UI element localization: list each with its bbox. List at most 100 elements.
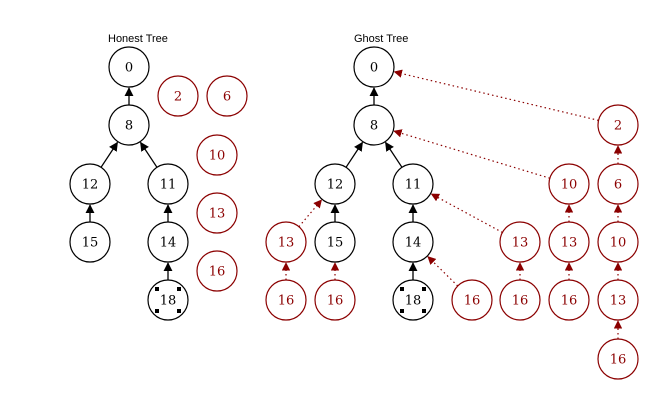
honest-tree-node-12: 12 (69, 163, 111, 205)
honest-tree-node-label: 18 (160, 294, 177, 309)
honest-tree-node-circle (196, 134, 238, 176)
ghost-tree-node-label: 16 (512, 294, 529, 309)
honest-tree-node-14: 14 (147, 221, 189, 263)
ghost-tree-node-label: 13 (278, 236, 295, 251)
ghost-tree-node-label: 16 (561, 294, 578, 309)
ghost-tree-node-13: 13 (499, 221, 541, 263)
ghost-tree-node-circle (548, 221, 590, 263)
ghost-tree-node-circle (353, 104, 395, 146)
ghost-tree-edge-g12-to-g8 (345, 141, 363, 168)
honest-tree-node-label: 6 (223, 90, 231, 105)
honest-tree-edge-h12-to-h8 (100, 141, 118, 168)
ghost-tree-node-16: 16 (265, 279, 307, 321)
ghost-tree-node-circle (265, 279, 307, 321)
ghost-tree-node-10: 10 (548, 163, 590, 205)
ghost-tree-node-label: 12 (327, 178, 344, 193)
marker-square-icon (422, 287, 426, 291)
ghost-tree-edge-g11-to-g8 (385, 141, 403, 168)
honest-tree-node-circle (206, 75, 248, 117)
marker-square-icon (155, 287, 159, 291)
honest-tree-node-16: 16 (196, 250, 238, 292)
ghost-tree-node-circle (451, 279, 493, 321)
ghost-tree-edge-ga13b-to-g11 (430, 193, 503, 233)
ghost-tree-node-2: 2 (597, 104, 639, 146)
marker-square-icon (177, 287, 181, 291)
ghost-tree-node-label: 16 (610, 353, 627, 368)
ghost-tree-node-circle (597, 104, 639, 146)
ghost-tree-node-circle (597, 279, 639, 321)
ghost-tree-node-label: 16 (327, 294, 344, 309)
honest-tree-node-label: 8 (125, 119, 133, 134)
honest-tree-node-label: 2 (174, 90, 182, 105)
ghost-tree-node-circle (314, 279, 356, 321)
ghost-tree-node-13: 13 (597, 279, 639, 321)
ghost-tree-edge-ga2-to-g0 (393, 69, 599, 121)
ghost-tree-node-6: 6 (597, 163, 639, 205)
ghost-tree-node-circle (597, 338, 639, 380)
ghost-tree-node-circle (392, 221, 434, 263)
honest-tree-title: Honest Tree (108, 33, 168, 45)
honest-tree-node-0: 0 (108, 46, 150, 88)
ghost-tree-node-label: 18 (405, 294, 422, 309)
honest-tree-node-18: 18 (147, 279, 189, 321)
ghost-tree-node-circle (392, 163, 434, 205)
ghost-tree-node-label: 2 (614, 119, 622, 134)
honest-tree-node-label: 10 (209, 149, 226, 164)
ghost-tree-node-circle (353, 46, 395, 88)
honest-tree-node-label: 16 (209, 265, 226, 280)
ghost-tree-node-label: 11 (405, 178, 422, 193)
ghost-tree-node-13: 13 (265, 221, 307, 263)
honest-tree-node-6: 6 (206, 75, 248, 117)
honest-tree-node-label: 11 (160, 178, 177, 193)
ghost-tree-node-label: 10 (610, 236, 627, 251)
ghost-tree-node-label: 6 (614, 178, 622, 193)
ghost-tree-node-circle (597, 163, 639, 205)
ghost-tree-node-label: 8 (370, 119, 378, 134)
honest-tree-node-label: 14 (160, 236, 177, 251)
ghost-tree-node-label: 10 (561, 178, 578, 193)
marker-square-icon (400, 309, 404, 313)
honest-tree-node-circle (157, 75, 199, 117)
ghost-tree-node-circle (499, 221, 541, 263)
honest-tree-node-label: 12 (82, 178, 99, 193)
ghost-tree-node-circle (499, 279, 541, 321)
ghost-tree-node-10: 10 (597, 221, 639, 263)
marker-square-icon (400, 287, 404, 291)
ghost-tree-node-16: 16 (548, 279, 590, 321)
ghost-tree-node-label: 13 (610, 294, 627, 309)
ghost-tree-title: Ghost Tree (354, 33, 408, 45)
ghost-tree-node-0: 0 (353, 46, 395, 88)
honest-tree-node-8: 8 (108, 104, 150, 146)
honest-tree-node-circle (196, 250, 238, 292)
ghost-tree-node-circle (548, 163, 590, 205)
ghost-tree-node-12: 12 (314, 163, 356, 205)
ghost-tree-node-circle (265, 221, 307, 263)
ghost-tree-node-11: 11 (392, 163, 434, 205)
ghost-tree-node-circle (548, 279, 590, 321)
honest-tree-node-label: 15 (82, 236, 99, 251)
honest-tree-node-circle (108, 46, 150, 88)
honest-tree-node-10: 10 (196, 134, 238, 176)
edges-layer (85, 69, 623, 339)
honest-tree-node-15: 15 (69, 221, 111, 263)
ghost-tree-node-circle (314, 163, 356, 205)
ghost-tree-node-16: 16 (597, 338, 639, 380)
ghost-tree-node-label: 0 (370, 61, 378, 76)
ghost-tree-node-circle (597, 221, 639, 263)
ghost-tree-edge-ga16c-to-g14 (427, 256, 459, 287)
nodes-layer: 0 8 12 11 15 14 18 2 6 10 13 16 0 8 12 11 13 15 14 16 16 18 16… (69, 46, 639, 380)
honest-tree-node-13: 13 (196, 192, 238, 234)
honest-tree-node-circle (147, 163, 189, 205)
marker-square-icon (155, 309, 159, 313)
ghost-tree-edge-ga10a-to-g8 (393, 129, 551, 179)
honest-tree-node-circle (147, 221, 189, 263)
marker-square-icon (422, 309, 426, 313)
ghost-tree-node-label: 14 (405, 236, 422, 251)
honest-tree-node-11: 11 (147, 163, 189, 205)
ghost-tree-node-label: 16 (278, 294, 295, 309)
ghost-tree-node-8: 8 (353, 104, 395, 146)
honest-tree-node-circle (196, 192, 238, 234)
honest-tree-edge-h11-to-h8 (140, 141, 158, 168)
ghost-tree-node-label: 16 (464, 294, 481, 309)
ghost-tree-node-label: 15 (327, 236, 344, 251)
